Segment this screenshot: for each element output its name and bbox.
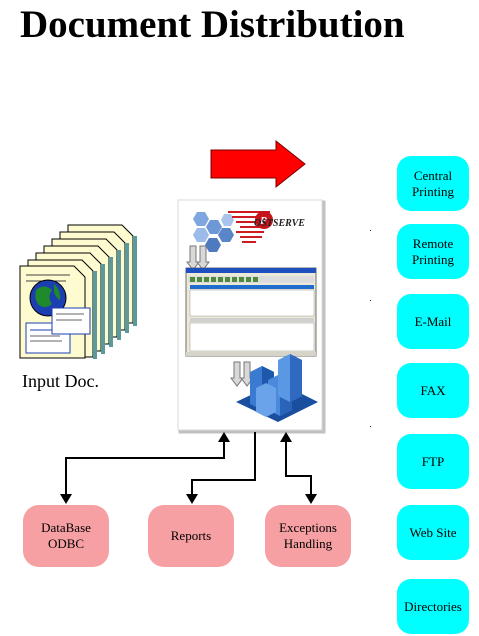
- destination-fax: FAX: [397, 363, 469, 418]
- database-blocks-icon: [236, 354, 318, 422]
- input-doc-label: Input Doc.: [22, 371, 99, 391]
- destination-web-site: Web Site: [397, 505, 469, 560]
- source-reports: Reports: [148, 505, 234, 567]
- arrowhead-reports: [186, 494, 198, 504]
- hexagon-logo: [193, 212, 234, 252]
- arrowhead-panel-right: [280, 432, 292, 442]
- destination-directories: Directories: [397, 579, 469, 634]
- brand-initial: P: [260, 215, 267, 227]
- document-stack-icon: [19, 224, 137, 359]
- destination-ftp: FTP: [397, 434, 469, 489]
- page-title: Document Distribution: [20, 3, 405, 46]
- postserve-panel: P: [177, 199, 326, 434]
- connector-database: [65, 442, 225, 494]
- arrowhead-database: [60, 494, 72, 504]
- red-flow-arrow: [210, 139, 306, 189]
- connector-reports: [191, 432, 256, 494]
- connector-exceptions: [285, 442, 312, 494]
- destination-email: E-Mail: [397, 294, 469, 349]
- app-window-thumbnail: [185, 267, 317, 357]
- brand-name: OSTSERVE: [254, 218, 305, 229]
- arrowhead-exceptions: [305, 494, 317, 504]
- arrowhead-panel-left: [218, 432, 230, 442]
